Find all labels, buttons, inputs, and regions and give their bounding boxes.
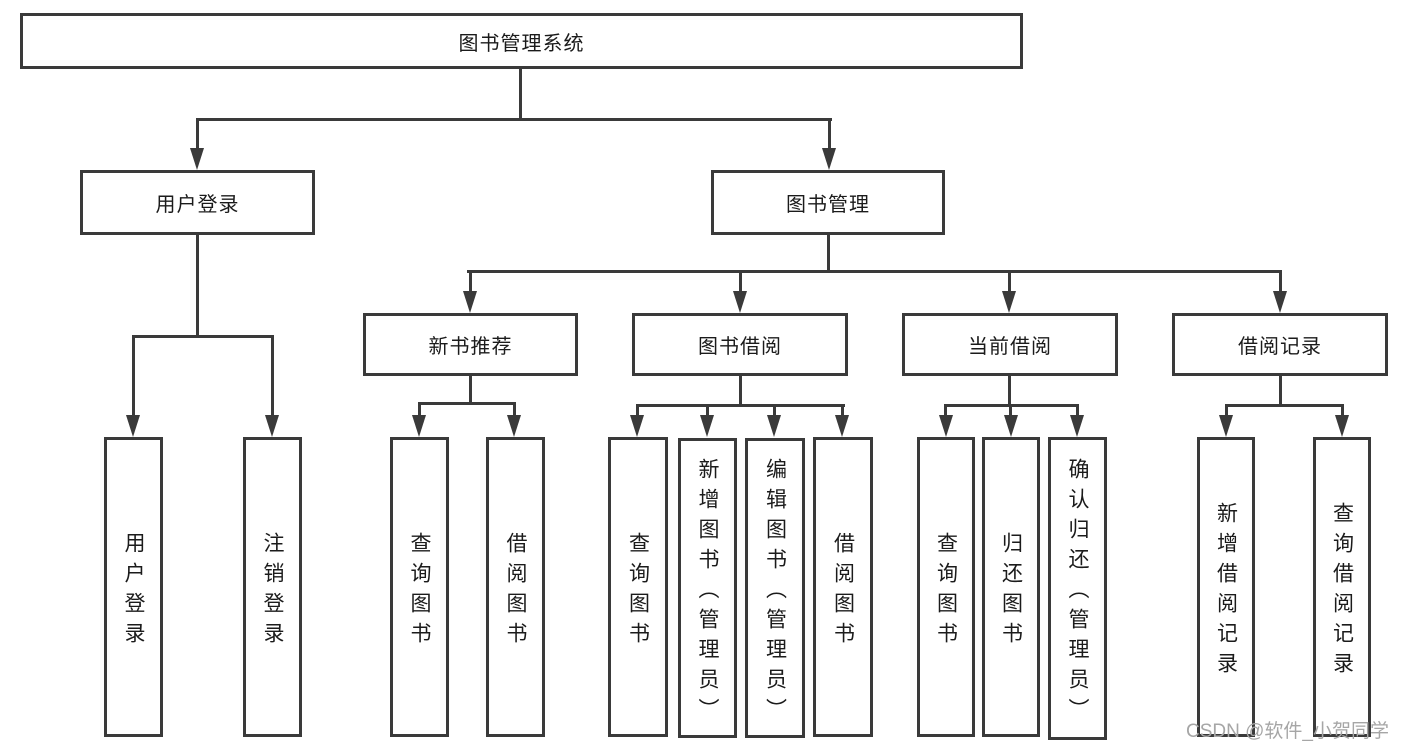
arrow-head-icon bbox=[1335, 415, 1349, 437]
connector-line bbox=[196, 118, 832, 121]
connector-line bbox=[1341, 404, 1344, 418]
arrow-head-icon bbox=[1219, 415, 1233, 437]
connector-line bbox=[467, 270, 1282, 273]
arrow-head-icon bbox=[1002, 291, 1016, 313]
connector-line bbox=[1008, 270, 1011, 293]
connector-line bbox=[132, 335, 135, 417]
leaf-query-books-recommend-label: 查询图书 bbox=[408, 531, 431, 652]
leaf-query-books-current-label: 查询图书 bbox=[934, 531, 958, 652]
leaf-borrow-books-recommend: 借阅图书 bbox=[486, 437, 545, 737]
node-borrow-records: 借阅记录 bbox=[1172, 313, 1388, 376]
leaf-borrow-books-label: 借阅图书 bbox=[831, 531, 855, 652]
node-current-borrow-label: 当前借阅 bbox=[968, 336, 1052, 358]
arrow-head-icon bbox=[1273, 291, 1287, 313]
connector-line bbox=[636, 404, 639, 418]
connector-line bbox=[828, 118, 831, 150]
leaf-query-books-borrow-label: 查询图书 bbox=[626, 531, 650, 652]
connector-line bbox=[469, 270, 472, 293]
connector-line bbox=[636, 404, 845, 407]
leaf-query-books-current: 查询图书 bbox=[917, 437, 975, 737]
connector-line bbox=[1225, 404, 1344, 407]
leaf-edit-books-admin: 编辑图书（管理员） bbox=[745, 438, 805, 738]
arrow-head-icon bbox=[835, 415, 849, 437]
connector-line bbox=[1279, 270, 1282, 293]
node-user-login-label: 用户登录 bbox=[155, 194, 240, 216]
connector-line bbox=[1076, 404, 1079, 418]
leaf-edit-books-admin-label: 编辑图书（管理员） bbox=[763, 457, 787, 728]
connector-line bbox=[132, 335, 274, 338]
arrow-head-icon bbox=[767, 415, 781, 437]
leaf-confirm-return-admin: 确认归还（管理员） bbox=[1048, 437, 1107, 740]
node-book-borrow: 图书借阅 bbox=[632, 313, 848, 376]
leaf-confirm-return-admin-label: 确认归还（管理员） bbox=[1066, 458, 1089, 728]
connector-line bbox=[1225, 404, 1228, 418]
node-new-book-recommend: 新书推荐 bbox=[363, 313, 578, 376]
leaf-add-borrow-record-label: 新增借阅记录 bbox=[1214, 501, 1238, 682]
connector-line bbox=[513, 402, 516, 418]
connector-line bbox=[841, 404, 844, 418]
leaf-borrow-books-recommend-label: 借阅图书 bbox=[504, 531, 527, 652]
connector-line bbox=[1279, 376, 1282, 406]
connector-line bbox=[196, 235, 199, 338]
leaf-logout: 注销登录 bbox=[243, 437, 302, 737]
arrow-head-icon bbox=[126, 415, 140, 437]
arrow-head-icon bbox=[700, 415, 714, 437]
leaf-logout-label: 注销登录 bbox=[261, 531, 284, 652]
arrow-head-icon bbox=[265, 415, 279, 437]
csdn-watermark: CSDN @软件_小贺同学 bbox=[1186, 721, 1389, 742]
connector-line bbox=[706, 404, 709, 418]
leaf-query-borrow-record: 查询借阅记录 bbox=[1313, 437, 1371, 737]
arrow-head-icon bbox=[1004, 415, 1018, 437]
node-book-management-label: 图书管理 bbox=[786, 194, 870, 216]
leaf-query-borrow-record-label: 查询借阅记录 bbox=[1330, 501, 1354, 682]
connector-line bbox=[271, 335, 274, 417]
node-new-book-recommend-label: 新书推荐 bbox=[428, 336, 513, 358]
connector-line bbox=[773, 404, 776, 418]
connector-line bbox=[196, 118, 199, 150]
node-root: 图书管理系统 bbox=[20, 13, 1023, 69]
arrow-head-icon bbox=[190, 148, 204, 170]
arrow-head-icon bbox=[939, 415, 953, 437]
leaf-query-books-borrow: 查询图书 bbox=[608, 437, 668, 737]
leaf-add-borrow-record: 新增借阅记录 bbox=[1197, 437, 1255, 737]
node-root-label: 图书管理系统 bbox=[458, 32, 585, 55]
leaf-add-books-admin: 新增图书（管理员） bbox=[678, 438, 737, 738]
leaf-return-books: 归还图书 bbox=[982, 437, 1040, 737]
arrow-head-icon bbox=[412, 415, 426, 437]
connector-line bbox=[1008, 376, 1011, 406]
leaf-query-books-recommend: 查询图书 bbox=[390, 437, 449, 737]
connector-line bbox=[519, 69, 522, 120]
connector-line bbox=[469, 376, 472, 404]
arrow-head-icon bbox=[822, 148, 836, 170]
connector-line bbox=[944, 404, 947, 418]
arrow-head-icon bbox=[630, 415, 644, 437]
leaf-user-login: 用户登录 bbox=[104, 437, 163, 737]
node-book-borrow-label: 图书借阅 bbox=[698, 336, 782, 358]
arrow-head-icon bbox=[507, 415, 521, 437]
leaf-user-login-label: 用户登录 bbox=[122, 531, 145, 652]
node-current-borrow: 当前借阅 bbox=[902, 313, 1118, 376]
arrow-head-icon bbox=[1070, 415, 1084, 437]
leaf-borrow-books: 借阅图书 bbox=[813, 437, 873, 737]
arrow-head-icon bbox=[733, 291, 747, 313]
connector-line bbox=[418, 402, 516, 405]
leaf-add-books-admin-label: 新增图书（管理员） bbox=[696, 457, 719, 728]
connector-line bbox=[739, 376, 742, 406]
connector-line bbox=[739, 270, 742, 293]
node-book-management: 图书管理 bbox=[711, 170, 945, 235]
node-user-login: 用户登录 bbox=[80, 170, 315, 235]
connector-line bbox=[1009, 404, 1012, 418]
arrow-head-icon bbox=[463, 291, 477, 313]
connector-line bbox=[418, 402, 421, 418]
leaf-return-books-label: 归还图书 bbox=[999, 531, 1023, 652]
node-borrow-records-label: 借阅记录 bbox=[1238, 336, 1322, 358]
connector-line bbox=[827, 235, 830, 273]
